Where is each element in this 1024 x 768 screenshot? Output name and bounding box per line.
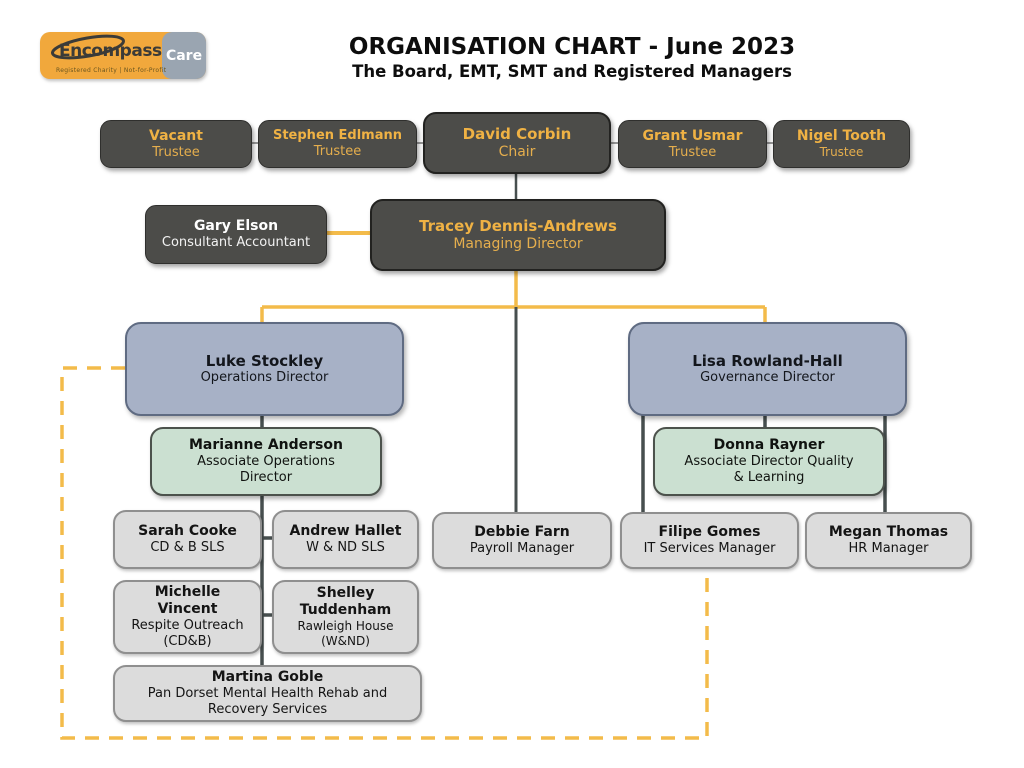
person-role: Payroll Manager (469, 541, 575, 557)
person-role: Associate Operations Director (197, 454, 335, 486)
person-name: Stephen Edlmann (272, 128, 403, 144)
person-name: Luke Stockley (205, 351, 324, 370)
connector-md-directors (260, 268, 767, 325)
org-node-donna-rayner: Donna Rayner Associate Director Quality … (653, 427, 885, 496)
org-node-stephen-edlmann: Stephen Edlmann Trustee (258, 120, 417, 168)
person-name: Lisa Rowland-Hall (692, 351, 843, 370)
page-subtitle: The Board, EMT, SMT and Registered Manag… (352, 62, 792, 81)
logo-tagline: Registered Charity | Not-for-Profit (56, 67, 167, 74)
org-node-grant-usmar: Grant Usmar Trustee (618, 120, 767, 168)
person-name: Debbie Farn (474, 524, 570, 541)
person-role: Trustee (819, 145, 864, 160)
person-role: IT Services Manager (643, 541, 776, 557)
person-name: Nigel Tooth (796, 128, 887, 145)
person-role: Respite Outreach (CD&B) (131, 618, 244, 650)
person-role: Trustee (313, 144, 362, 159)
person-name: David Corbin (462, 125, 572, 144)
org-node-tracey-dennis-andrews: Tracey Dennis-Andrews Managing Director (370, 199, 666, 271)
org-node-vacant-trustee: Vacant Trustee (100, 120, 252, 168)
title-block: ORGANISATION CHART - June 2023 The Board… (210, 34, 934, 81)
logo-swoosh-icon (51, 34, 125, 60)
person-name: Filipe Gomes (658, 524, 761, 541)
person-name: Andrew Hallet (289, 523, 402, 540)
person-role: Trustee (668, 144, 717, 160)
person-role: Operations Director (200, 370, 329, 386)
org-node-andrew-hallet: Andrew Hallet W & ND SLS (272, 510, 419, 569)
page-title: ORGANISATION CHART - June 2023 (348, 34, 796, 60)
person-role: HR Manager (848, 541, 929, 557)
org-node-michelle-vincent: Michelle Vincent Respite Outreach (CD&B) (113, 580, 262, 654)
person-name: Donna Rayner (713, 437, 825, 454)
org-node-filipe-gomes: Filipe Gomes IT Services Manager (620, 512, 799, 569)
org-node-gary-elson: Gary Elson Consultant Accountant (145, 205, 327, 264)
person-role: Governance Director (700, 370, 835, 386)
org-node-martina-goble: Martina Goble Pan Dorset Mental Health R… (113, 665, 422, 722)
person-role: Trustee (152, 144, 200, 160)
person-name: Marianne Anderson (189, 437, 343, 454)
connector-operations-subtree (256, 412, 274, 668)
org-node-luke-stockley: Luke Stockley Operations Director (125, 322, 404, 416)
person-role: Chair (498, 143, 536, 160)
person-name: Michelle Vincent (154, 584, 221, 618)
person-role: CD & B SLS (150, 540, 225, 556)
org-node-lisa-rowland-hall: Lisa Rowland-Hall Governance Director (628, 322, 907, 416)
encompass-care-logo: Encompass Care Registered Charity | Not-… (40, 32, 206, 79)
person-role: Associate Director Quality & Learning (684, 454, 854, 486)
person-name: Shelley Tuddenham (299, 585, 392, 619)
org-node-shelley-tuddenham: Shelley Tuddenham Rawleigh House (W&ND) (272, 580, 419, 654)
person-role: Consultant Accountant (161, 235, 311, 251)
person-role: Managing Director (453, 235, 583, 252)
person-name: Grant Usmar (642, 127, 743, 144)
logo-brand-accent: Care (165, 47, 203, 64)
person-role: Pan Dorset Mental Health Rehab and Recov… (147, 686, 388, 718)
org-node-nigel-tooth: Nigel Tooth Trustee (773, 120, 910, 168)
connector-dashed-it-operations (60, 366, 709, 740)
person-name: Gary Elson (193, 218, 279, 235)
person-name: Sarah Cooke (138, 523, 237, 540)
person-role: Rawleigh House (W&ND) (297, 619, 394, 649)
person-name: Tracey Dennis-Andrews (419, 217, 617, 236)
person-role: W & ND SLS (306, 540, 385, 556)
org-node-megan-thomas: Megan Thomas HR Manager (805, 512, 972, 569)
person-name: Martina Goble (211, 669, 324, 686)
org-node-debbie-farn: Debbie Farn Payroll Manager (432, 512, 612, 569)
logo-care-chip: Care (162, 32, 206, 79)
person-name: Vacant (149, 127, 203, 144)
org-node-marianne-anderson: Marianne Anderson Associate Operations D… (150, 427, 382, 496)
org-node-sarah-cooke: Sarah Cooke CD & B SLS (113, 510, 262, 569)
person-name: Megan Thomas (828, 524, 949, 541)
logo-brand-main: Encompass (59, 41, 162, 61)
org-node-david-corbin: David Corbin Chair (423, 112, 611, 174)
